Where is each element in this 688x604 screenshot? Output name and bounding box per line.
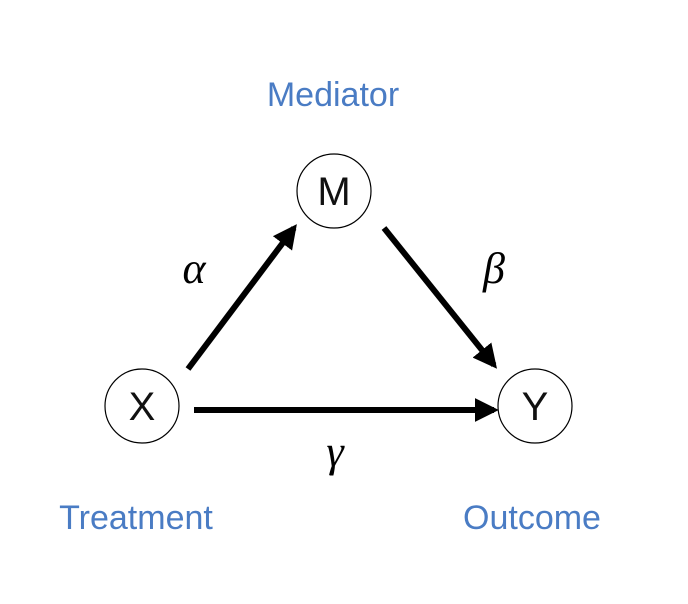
edge-m-to-y-arrow	[381, 226, 498, 369]
alpha-coefficient-label: α	[182, 244, 206, 293]
treatment-node: X	[104, 368, 180, 444]
mediator-node-symbol: M	[317, 170, 350, 214]
mediator-node-circle	[296, 153, 372, 229]
edge-x-to-m-arrow	[185, 224, 297, 371]
treatment-node-circle	[104, 368, 180, 444]
outcome-node: Y	[497, 368, 573, 444]
outcome-node-symbol: Y	[522, 385, 549, 429]
beta-coefficient-label: β	[482, 244, 505, 293]
gamma-coefficient-label: γ	[326, 427, 345, 476]
outcome-role-label: Outcome	[463, 499, 601, 537]
treatment-role-label: Treatment	[59, 499, 213, 537]
mediator-node: M	[296, 153, 372, 229]
outcome-node-circle	[497, 368, 573, 444]
treatment-node-symbol: X	[129, 385, 156, 429]
mediator-role-label: Mediator	[267, 76, 399, 114]
